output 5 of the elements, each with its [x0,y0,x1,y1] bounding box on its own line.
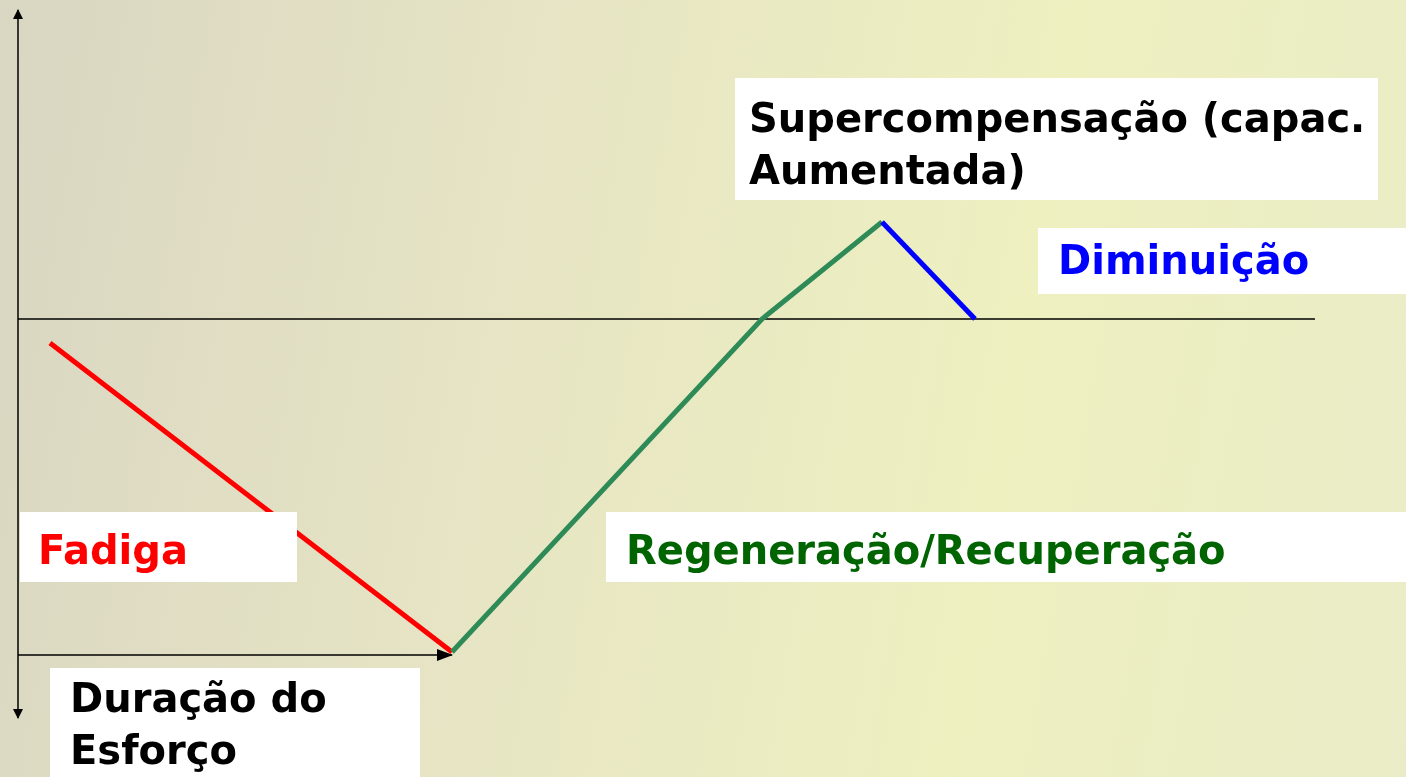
axis-label: Duração do Esforço [50,668,420,777]
callout-label: Supercompensação (capac. Aumentada) [735,78,1378,200]
phase-label: Diminuição [1038,228,1406,294]
phase-label: Regeneração/Recuperação [606,512,1406,582]
phase-label: Fadiga [20,512,297,582]
